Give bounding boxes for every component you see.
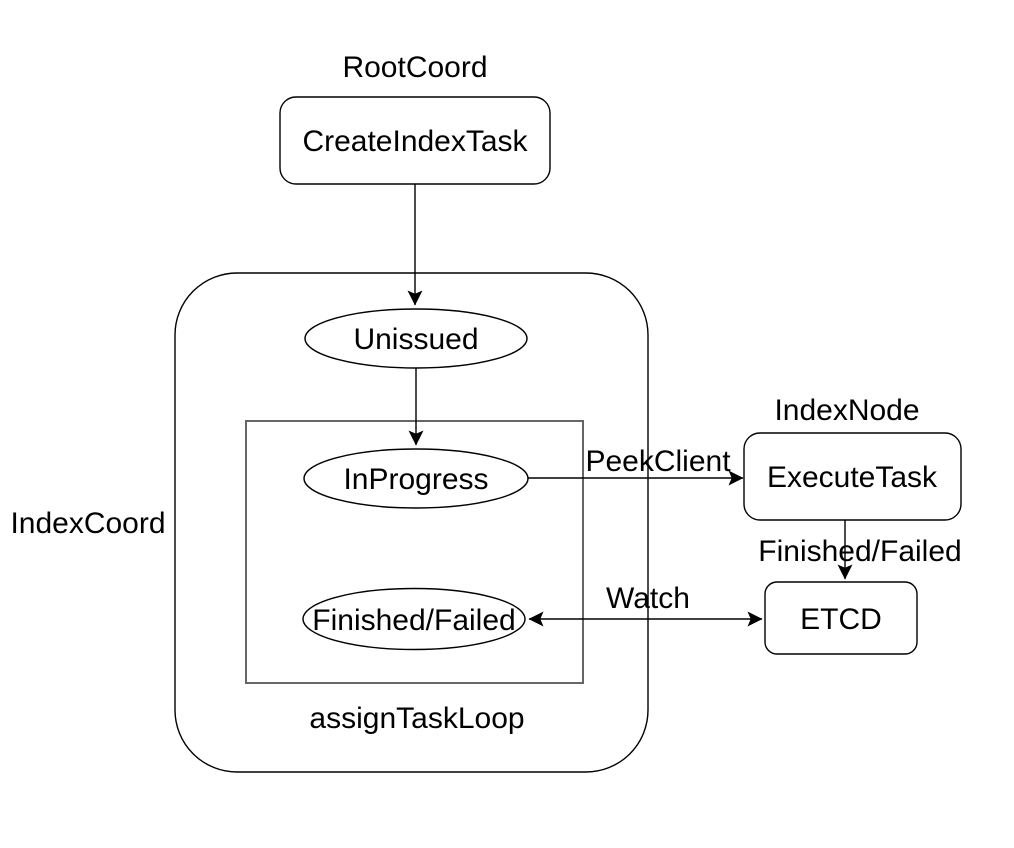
label-finished-failed-edge: Finished/Failed xyxy=(758,535,961,568)
label-create-index-task: CreateIndexTask xyxy=(302,125,528,158)
node-execute-task xyxy=(743,432,962,521)
node-create-index-task xyxy=(279,96,551,185)
node-etcd xyxy=(764,581,918,655)
indexcoord-group-box xyxy=(174,272,649,773)
label-peekclient-edge: PeekClient xyxy=(585,445,731,478)
label-etcd: ETCD xyxy=(800,603,882,636)
label-finished-failed: Finished/Failed xyxy=(312,604,515,637)
node-unissued xyxy=(304,308,528,369)
label-watch-edge: Watch xyxy=(606,582,690,615)
label-rootcoord: RootCoord xyxy=(342,51,487,84)
node-in-progress xyxy=(303,448,529,509)
assigntaskloop-group-box xyxy=(245,420,584,684)
label-execute-task: ExecuteTask xyxy=(767,461,938,494)
label-indexnode: IndexNode xyxy=(774,394,919,427)
label-assigntaskloop: assignTaskLoop xyxy=(309,702,524,735)
label-inprogress: InProgress xyxy=(343,463,488,496)
label-indexcoord: IndexCoord xyxy=(10,507,165,540)
node-finished-failed xyxy=(302,587,526,651)
label-unissued: Unissued xyxy=(353,323,478,356)
